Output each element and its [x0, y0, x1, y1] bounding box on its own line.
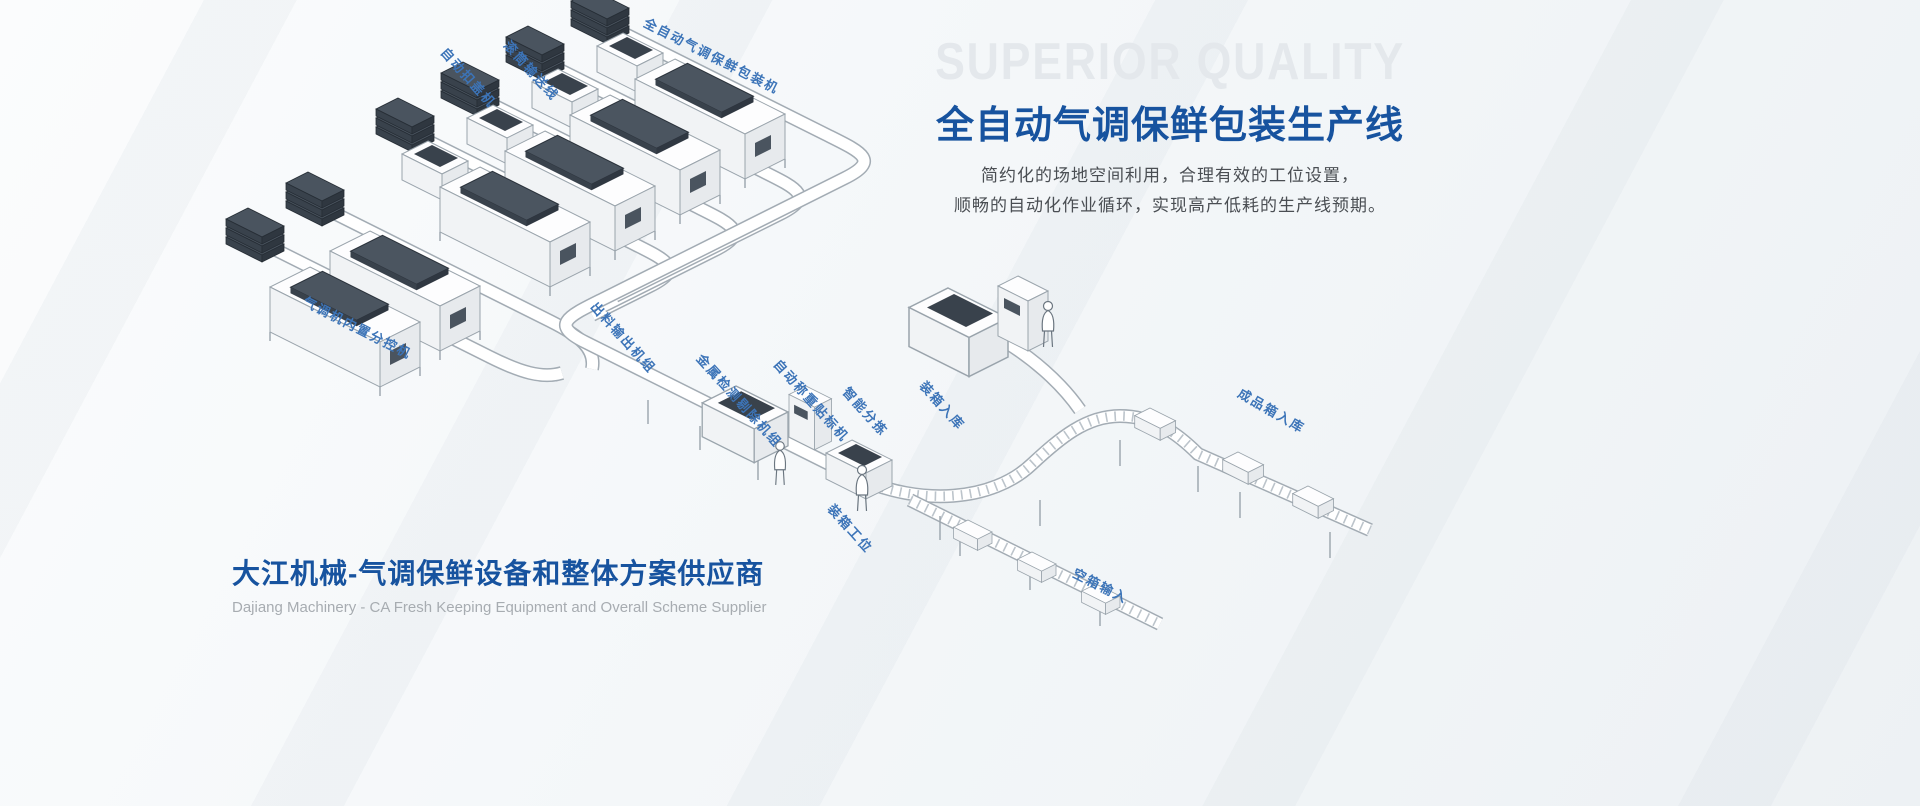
case-packing-machine — [908, 287, 1009, 378]
hero-text-block: SUPERIOR QUALITY 全自动气调保鲜包装生产线 简约化的场地空间利用… — [880, 34, 1460, 221]
hero-subtitle-line2: 顺畅的自动化作业循环，实现高产低耗的生产线预期。 — [954, 196, 1386, 215]
carton-box — [1134, 407, 1176, 441]
hero-subtitle: 简约化的场地空间利用，合理有效的工位设置， 顺畅的自动化作业循环，实现高产低耗的… — [880, 161, 1460, 221]
carton-box — [1292, 485, 1334, 519]
cartons — [953, 407, 1334, 615]
branding-block: 大江机械-气调保鲜设备和整体方案供应商 Dajiang Machinery - … — [232, 552, 766, 616]
watermark-text: SUPERIOR QUALITY — [935, 33, 1405, 91]
conveyor-legs — [647, 400, 1331, 626]
worker-figure — [855, 464, 869, 512]
carton-box — [1222, 451, 1264, 485]
line-equipment — [701, 275, 1049, 500]
hero-subtitle-line1: 简约化的场地空间利用，合理有效的工位设置， — [981, 166, 1359, 185]
brand-title-en: Dajiang Machinery - CA Fresh Keeping Equ… — [232, 599, 767, 616]
tray-stack — [286, 172, 344, 226]
packing-cabinet — [997, 275, 1049, 352]
empty-carton — [1017, 551, 1057, 583]
tray-stack — [226, 208, 284, 262]
brand-title-cn: 大江机械-气调保鲜设备和整体方案供应商 — [232, 558, 765, 589]
page-title: 全自动气调保鲜包装生产线 — [935, 105, 1404, 147]
